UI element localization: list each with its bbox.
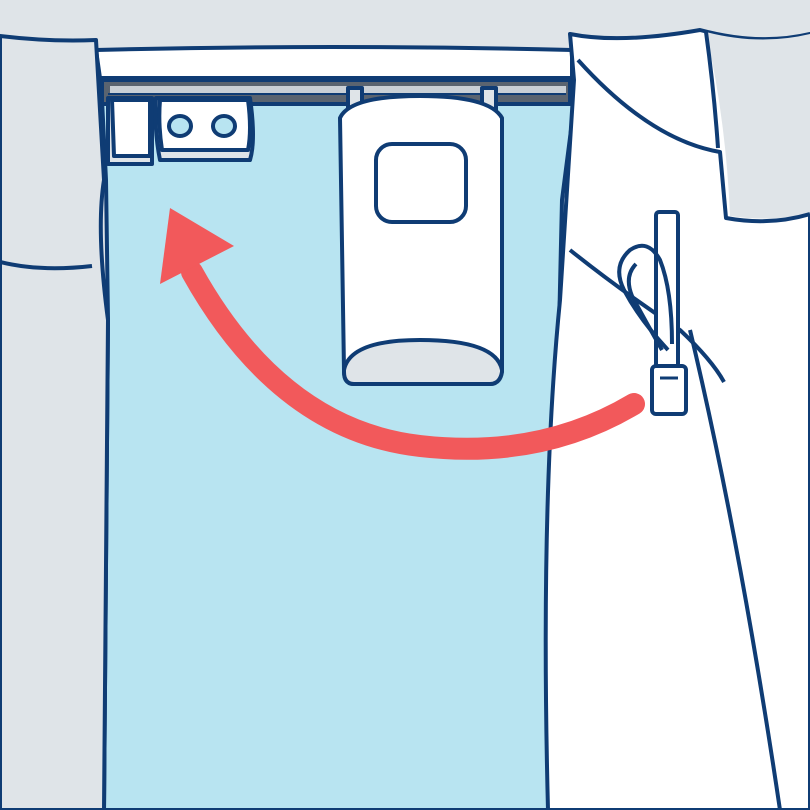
screw-hole-left bbox=[167, 114, 193, 138]
left-wall-fold bbox=[0, 260, 93, 271]
valance-strip bbox=[94, 45, 574, 80]
right-curtain-fold-4 bbox=[688, 329, 782, 810]
curtain-rail-channel bbox=[110, 86, 566, 94]
left-wall-panel bbox=[0, 34, 110, 810]
right-curtain-fold-2 bbox=[704, 31, 720, 149]
right-curtain-shadow bbox=[706, 32, 810, 219]
curtain-glider-icon bbox=[338, 86, 504, 386]
track-end-stop-icon bbox=[106, 96, 255, 166]
right-curtain-fold-1 bbox=[576, 58, 810, 224]
curved-arrow-icon bbox=[160, 208, 645, 460]
screw-hole-right bbox=[211, 114, 237, 138]
right-curtain-panel bbox=[543, 28, 810, 810]
pull-cord-icon bbox=[617, 210, 688, 416]
